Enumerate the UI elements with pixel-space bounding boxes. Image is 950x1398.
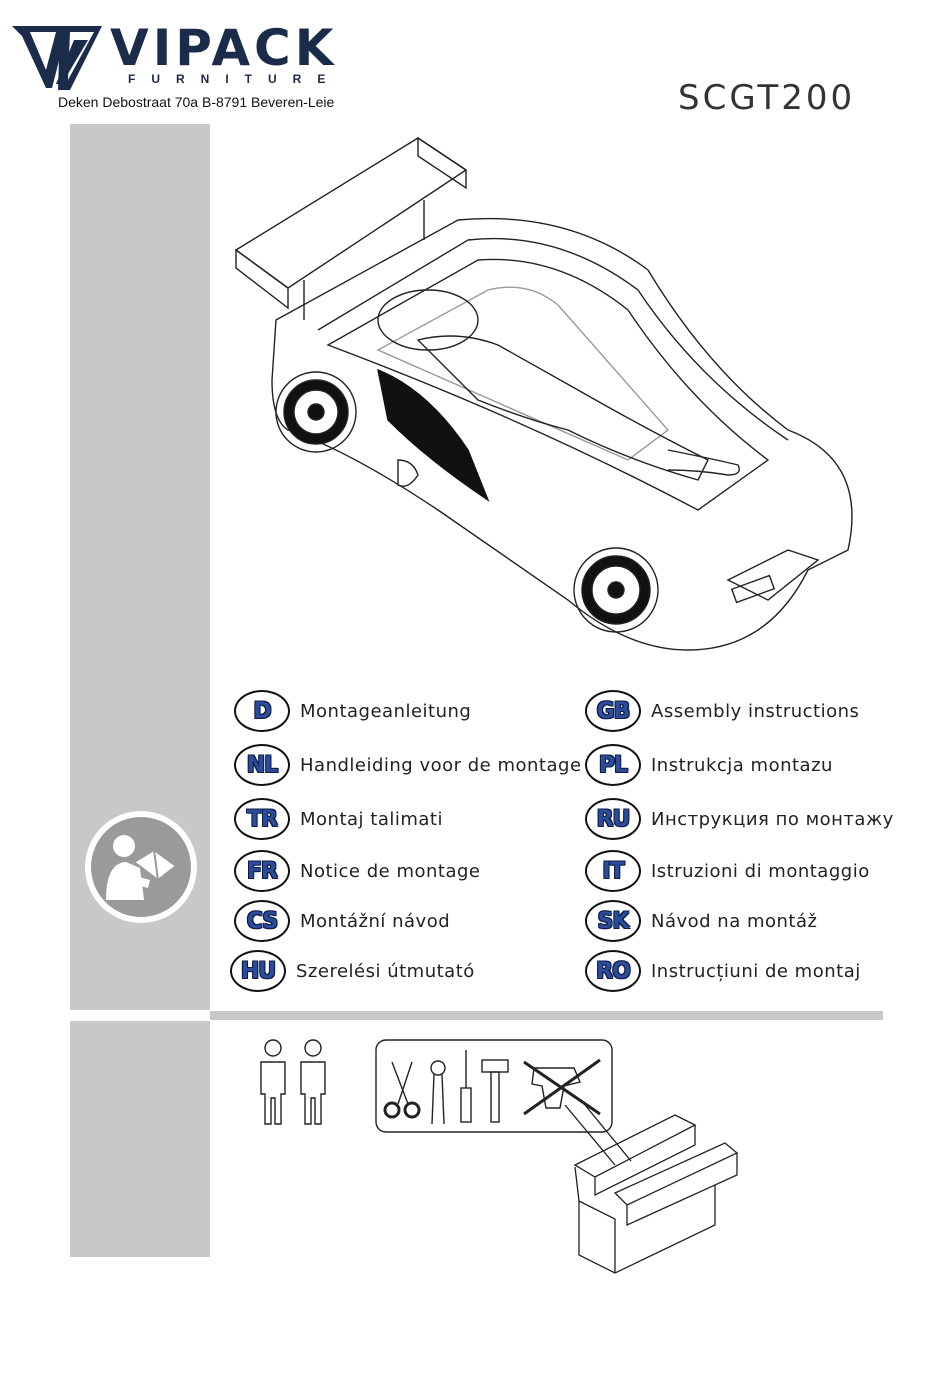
lang-item: SK Návod na montáž [585, 900, 817, 942]
lang-label: Instrukcja montazu [651, 754, 833, 776]
lang-item: IT Istruzioni di montaggio [585, 850, 870, 892]
company-address: Deken Debostraat 70a B-8791 Beveren-Leie [58, 94, 335, 110]
lang-code-badge: GB [585, 690, 641, 732]
lang-item: NL Handleiding voor de montage [234, 744, 582, 786]
pliers-icon [430, 1060, 446, 1125]
lang-code-badge: HU [230, 950, 286, 992]
lang-label: Montážní návod [300, 910, 451, 932]
scissors-icon [383, 1061, 421, 1119]
toolbox-icon [564, 1105, 739, 1274]
lang-item: D Montageanleitung [234, 690, 471, 732]
sidebar-bar-bottom [70, 1021, 210, 1257]
lang-label: Istruzioni di montaggio [651, 860, 870, 882]
lang-label: Instrucțiuni de montaj [651, 960, 861, 982]
lang-code-badge: PL [585, 744, 641, 786]
lang-item: TR Montaj talimati [234, 798, 443, 840]
lang-code-badge: IT [585, 850, 641, 892]
lang-code-badge: D [234, 690, 290, 732]
lang-code-badge: TR [234, 798, 290, 840]
lang-code-badge: FR [234, 850, 290, 892]
lang-label: Notice de montage [300, 860, 481, 882]
lang-label: Montageanleitung [300, 700, 472, 722]
lang-label: Handleiding voor de montage [300, 754, 582, 776]
lang-label: Assembly instructions [651, 700, 860, 722]
lang-item: RU Инструкция по монтажу [585, 798, 894, 840]
manual-read-icon [85, 811, 197, 923]
brand-subtitle: FURNITURE [128, 72, 342, 86]
lang-label: Szerelési útmutató [296, 960, 475, 982]
two-persons-icon [260, 1039, 326, 1125]
vipack-logo-icon [12, 26, 102, 90]
screwdriver-icon [460, 1050, 472, 1123]
car-bed-illustration [234, 136, 853, 651]
lang-code-badge: SK [585, 900, 641, 942]
section-divider [210, 1011, 883, 1020]
tools-panel [375, 1039, 613, 1133]
lang-code-badge: NL [234, 744, 290, 786]
lang-item: CS Montážní návod [234, 900, 450, 942]
lang-item: GB Assembly instructions [585, 690, 859, 732]
model-number: SCGT200 [678, 78, 856, 118]
lang-code-badge: CS [234, 900, 290, 942]
lang-item: FR Notice de montage [234, 850, 481, 892]
lang-code-badge: RU [585, 798, 641, 840]
brand-name: VIPACK [110, 19, 338, 77]
lang-code-badge: RO [585, 950, 641, 992]
lang-label: Инструкция по монтажу [651, 808, 894, 830]
lang-item: PL Instrukcja montazu [585, 744, 833, 786]
lang-label: Návod na montáž [651, 910, 818, 932]
no-drill-icon [523, 1058, 601, 1116]
lang-item: HU Szerelési útmutató [230, 950, 475, 992]
lang-item: RO Instrucțiuni de montaj [585, 950, 861, 992]
hammer-icon [481, 1059, 509, 1123]
lang-label: Montaj talimati [300, 808, 443, 830]
